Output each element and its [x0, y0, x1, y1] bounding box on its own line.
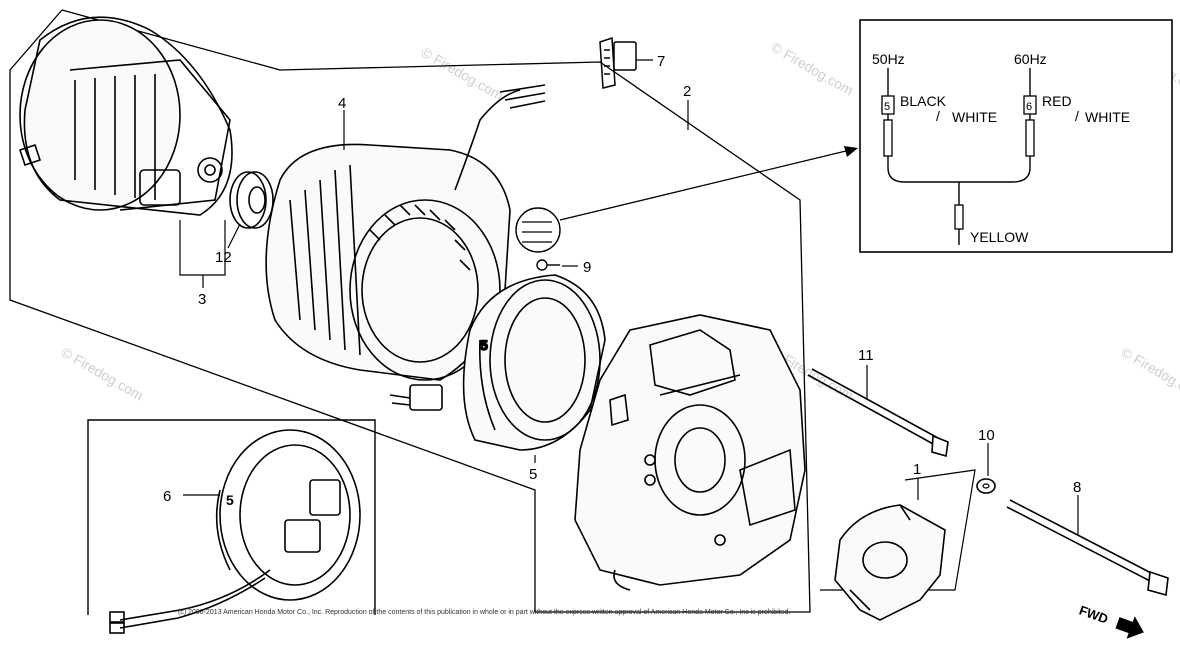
rear-cover: [835, 505, 945, 620]
exciter-coil: [110, 430, 360, 633]
svg-text:5: 5: [480, 337, 488, 353]
callout-12-leader: [228, 224, 240, 248]
fwd-arrow-icon: [1113, 611, 1148, 643]
label-yellow: YELLOW: [970, 229, 1029, 245]
inset-arrow-line: [560, 150, 850, 220]
callout-6: 6: [163, 488, 171, 505]
callout-2: 2: [683, 83, 691, 100]
label-slash-b: /: [1075, 108, 1079, 124]
inset-arrow-head: [844, 146, 858, 157]
callout-11: 11: [858, 347, 874, 364]
label-50hz: 50Hz: [872, 51, 905, 67]
connector-highlight: [516, 208, 560, 252]
callout-3-bracket: [180, 220, 225, 275]
washer-10: [977, 479, 995, 493]
callout-3: 3: [198, 291, 206, 308]
callout-7: 7: [657, 53, 665, 70]
connector-5-label: 5: [884, 101, 890, 113]
watermark-2: © Firedog.com: [419, 44, 507, 104]
clip-7: [600, 38, 636, 88]
label-slash-a: /: [936, 108, 940, 124]
part-6-inset-frame: [88, 420, 375, 615]
watermark-3: © Firedog.com: [769, 39, 857, 99]
screw-9: [537, 260, 560, 270]
label-60hz: 60Hz: [1014, 51, 1047, 67]
fwd-indicator: FWD: [1076, 598, 1148, 644]
watermark-4: © Firedog.com: [59, 344, 147, 404]
callout-5: 5: [529, 466, 537, 483]
callout-1: 1: [913, 461, 921, 478]
label-red: RED: [1042, 93, 1072, 109]
label-white-a: WHITE: [952, 109, 997, 125]
bolt-8: [1007, 500, 1168, 595]
callout-10: 10: [978, 427, 995, 444]
fan-housing: [575, 315, 805, 590]
callout-8: 8: [1073, 479, 1081, 496]
copyright-notice: (c) 2008-2013 American Honda Motor Co., …: [178, 609, 790, 616]
engine-block: [20, 17, 232, 215]
bearing: [230, 172, 273, 228]
callout-4: 4: [338, 95, 346, 112]
label-black: BLACK: [900, 93, 947, 109]
wiring-inset: 50Hz 60Hz 5 6 BLACK / WHITE RED / WHITE …: [860, 20, 1172, 252]
fwd-label: FWD: [1077, 602, 1110, 626]
callout-12: 12: [215, 249, 232, 266]
connector-6-label: 6: [1026, 101, 1032, 113]
coil-mark: 5: [226, 492, 234, 508]
watermark-7: © Firedog.com: [1119, 344, 1180, 404]
part-6-inset: 5: [88, 420, 375, 633]
label-white-b: WHITE: [1085, 109, 1130, 125]
callout-9: 9: [583, 259, 591, 276]
